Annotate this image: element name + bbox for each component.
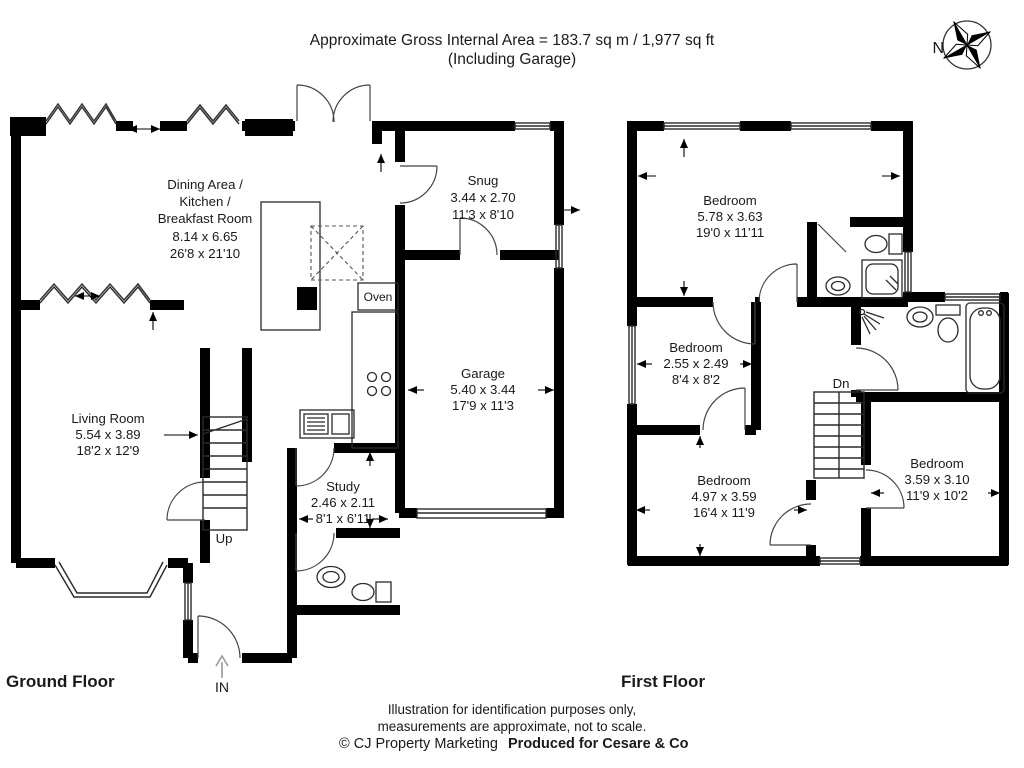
study-dim-imperial: 8'1 x 6'11 xyxy=(316,511,371,526)
bay-window-icon xyxy=(54,561,168,598)
dining-dim-metric: 8.14 x 6.65 xyxy=(172,229,237,244)
compass-rose-icon: N xyxy=(932,20,992,70)
ensuite-toilet-icon xyxy=(864,233,903,255)
snug-dim-metric: 3.44 x 2.70 xyxy=(450,190,515,205)
living-dim-imperial: 18'2 x 12'9 xyxy=(77,443,140,458)
skylight-dashed-icon xyxy=(310,225,364,281)
bedroom3-dim-metric: 4.97 x 3.59 xyxy=(691,489,756,504)
wc-sink-icon xyxy=(316,565,346,589)
bedroom2-dim-metric: 2.55 x 2.49 xyxy=(663,356,728,371)
study-dim-metric: 2.46 x 2.11 xyxy=(311,495,375,510)
door-arcs xyxy=(702,223,905,546)
kitchen-counter xyxy=(351,311,399,449)
door-arcs xyxy=(166,84,498,659)
garage-dim-imperial: 17'9 x 11'3 xyxy=(452,398,514,413)
bathroom-toilet-icon xyxy=(935,304,961,343)
stairs-down-label: Dn xyxy=(833,376,850,391)
header-title-line2: (Including Garage) xyxy=(448,51,576,68)
first-floor-plan: Bedroom 5.78 x 3.63 19'0 x 11'11 Bedroom… xyxy=(621,121,1009,691)
first-floor-title: First Floor xyxy=(621,672,705,691)
bedroom2-dim-imperial: 8'4 x 8'2 xyxy=(672,372,720,387)
bathtub-icon xyxy=(965,302,1005,394)
ensuite-shower-icon xyxy=(861,259,903,299)
room-label-bedroom2: Bedroom 2.55 x 2.49 8'4 x 8'2 xyxy=(663,340,728,387)
produced-for-credit: Produced for Cesare & Co xyxy=(508,736,689,752)
header-title-line1: Approximate Gross Internal Area = 183.7 … xyxy=(310,32,715,49)
bedroom1-name: Bedroom xyxy=(703,193,757,208)
footer: Illustration for identification purposes… xyxy=(339,702,689,752)
disclaimer-line2: measurements are approximate, not to sca… xyxy=(378,719,647,734)
bedroom2-name: Bedroom xyxy=(669,340,723,355)
bedroom1-dim-imperial: 19'0 x 11'11 xyxy=(696,225,764,240)
window-icon xyxy=(184,122,563,621)
stairs-down xyxy=(813,391,865,479)
bedroom1-dim-metric: 5.78 x 3.63 xyxy=(697,209,762,224)
header: Approximate Gross Internal Area = 183.7 … xyxy=(310,32,715,68)
dimension-arrows-first xyxy=(636,139,1000,556)
oven-label: Oven xyxy=(364,290,393,304)
dining-name-line1: Dining Area / xyxy=(167,177,243,192)
bedroom3-dim-imperial: 16'4 x 11'9 xyxy=(693,505,755,520)
bedroom4-name: Bedroom xyxy=(910,456,964,471)
kitchen-island xyxy=(260,201,321,331)
room-label-snug: Snug 3.44 x 2.70 11'3 x 8'10 xyxy=(450,173,515,222)
entrance-arrow-icon xyxy=(215,654,229,678)
wall-chunk xyxy=(10,117,46,136)
snug-dim-imperial: 11'3 x 8'10 xyxy=(452,207,514,222)
snug-name: Snug xyxy=(468,173,499,188)
room-label-dining: Dining Area / Kitchen / Breakfast Room 8… xyxy=(158,177,253,261)
entrance-in-label: IN xyxy=(215,679,229,695)
bathroom-sink-icon xyxy=(906,306,934,328)
window-icon xyxy=(628,122,1001,565)
room-label-study: Study 2.46 x 2.11 8'1 x 6'11 xyxy=(311,479,375,526)
ensuite-sink-icon xyxy=(825,276,851,296)
dining-dim-imperial: 26'8 x 21'10 xyxy=(170,246,240,261)
kitchen-sink-icon xyxy=(299,409,355,439)
copyright-credit: © CJ Property Marketing xyxy=(339,736,498,752)
wall-chunk xyxy=(245,119,293,136)
room-label-garage: Garage 5.40 x 3.44 17'9 x 11'3 xyxy=(450,366,515,413)
zigzag-window-icon xyxy=(39,102,240,305)
room-label-bedroom1: Bedroom 5.78 x 3.63 19'0 x 11'11 xyxy=(696,193,764,240)
ground-floor-plan: Oven xyxy=(6,84,580,695)
garage-dim-metric: 5.40 x 3.44 xyxy=(450,382,515,397)
oven: Oven xyxy=(357,282,399,311)
dimension-arrows-ground xyxy=(75,125,580,528)
compass-north-label: N xyxy=(932,40,944,57)
wc-toilet-icon xyxy=(351,581,392,603)
room-label-bedroom3: Bedroom 4.97 x 3.59 16'4 x 11'9 xyxy=(691,473,756,520)
stairs-up-label: Up xyxy=(216,531,233,546)
study-name: Study xyxy=(326,479,360,494)
stairs-up xyxy=(202,416,248,531)
dining-name-line2: Kitchen / xyxy=(179,194,231,209)
room-label-bedroom4: Bedroom 3.59 x 3.10 11'9 x 10'2 xyxy=(904,456,969,503)
garage-name: Garage xyxy=(461,366,505,381)
bedroom3-name: Bedroom xyxy=(697,473,751,488)
ground-floor-title: Ground Floor xyxy=(6,672,115,691)
dining-name-line3: Breakfast Room xyxy=(158,211,253,226)
bedroom4-dim-metric: 3.59 x 3.10 xyxy=(904,472,969,487)
room-label-living: Living Room 5.54 x 3.89 18'2 x 12'9 xyxy=(71,411,144,458)
living-dim-metric: 5.54 x 3.89 xyxy=(75,427,140,442)
bedroom4-dim-imperial: 11'9 x 10'2 xyxy=(906,488,968,503)
living-name: Living Room xyxy=(71,411,144,426)
bathroom-shower-head-icon xyxy=(858,308,885,335)
disclaimer-line1: Illustration for identification purposes… xyxy=(388,702,636,717)
first-floor-walls xyxy=(627,121,1009,566)
